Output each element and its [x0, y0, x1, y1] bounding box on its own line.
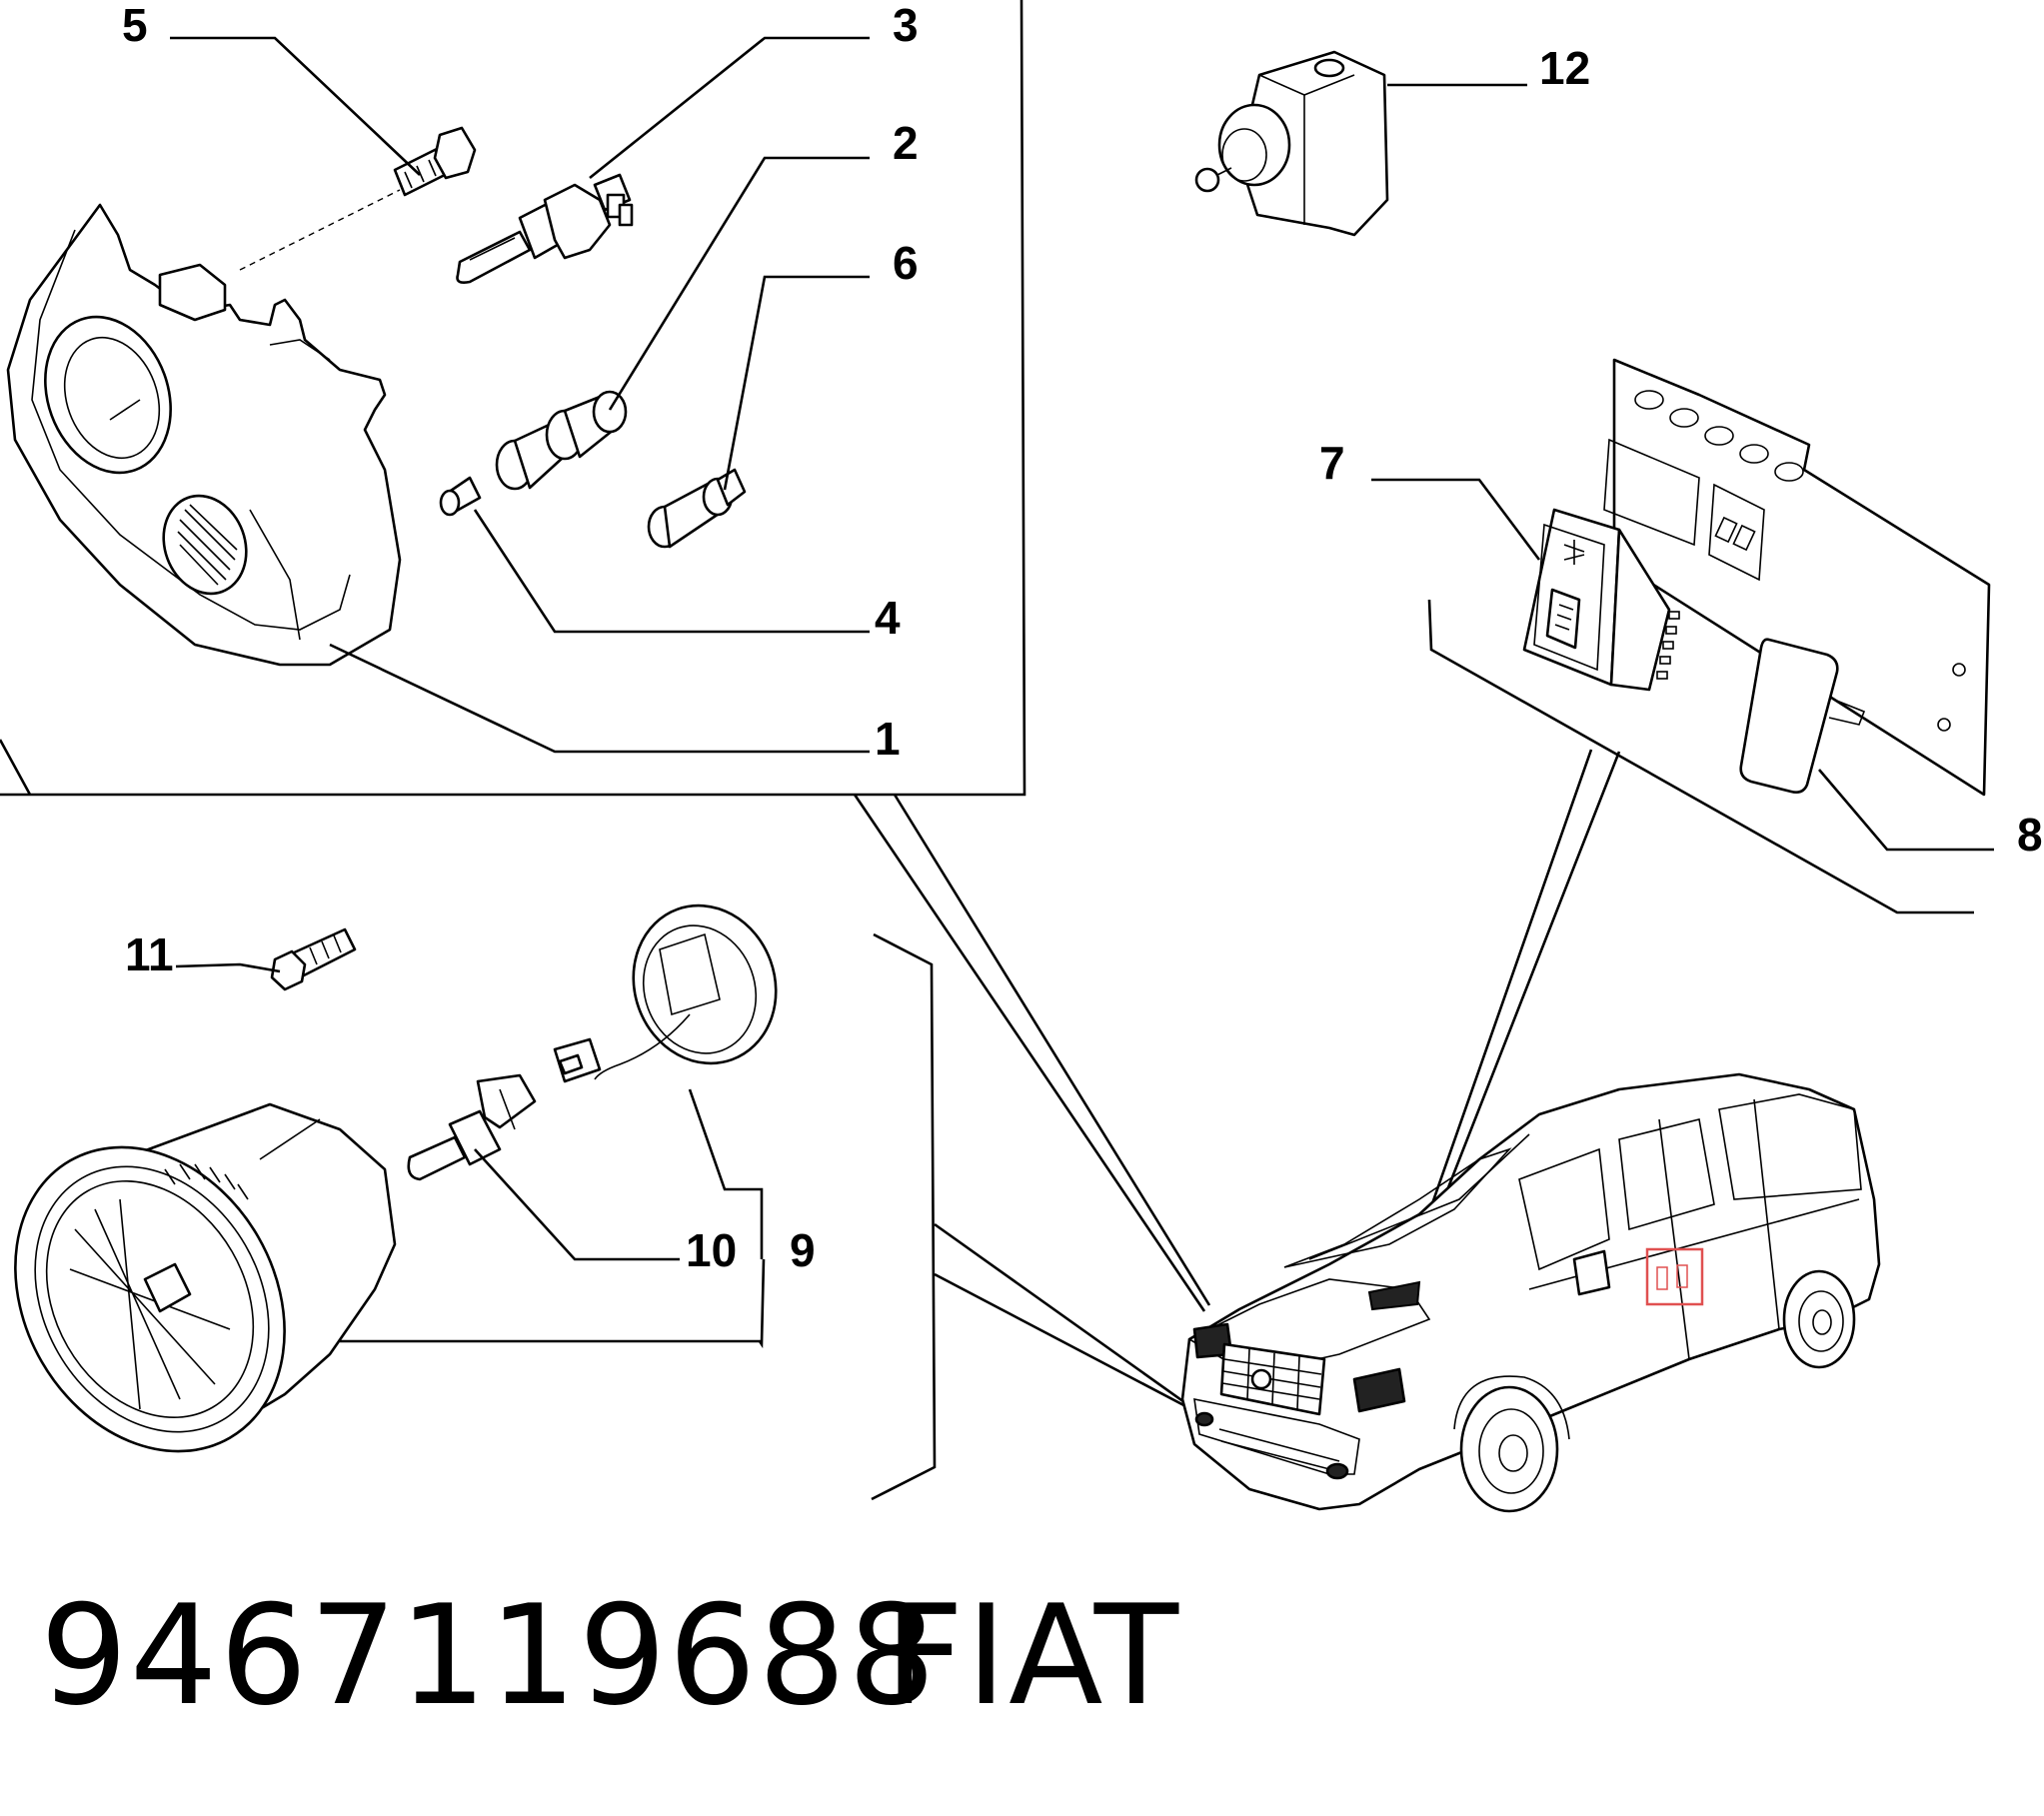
light-switch-part-7	[1522, 508, 1680, 692]
callout-1: 1	[875, 713, 901, 765]
callout-9: 9	[790, 1224, 816, 1276]
bulb-part-4	[439, 476, 482, 517]
fog-lamp-part-9	[14, 1102, 397, 1453]
brand-name: FIAT	[885, 1575, 1181, 1736]
callout-11: 11	[125, 928, 174, 980]
headlamp-assembly	[6, 189, 402, 667]
blank-cover-part-8	[1739, 638, 1866, 794]
bulb-holder-part-2	[495, 390, 628, 491]
callout-5: 5	[122, 0, 148, 51]
callout-3: 3	[893, 0, 919, 51]
screw-part-11	[270, 927, 357, 991]
callout-12: 12	[1539, 42, 1591, 94]
callout-4: 4	[875, 592, 901, 644]
callout-6: 6	[893, 237, 919, 289]
bulb-holder-part-6	[647, 468, 747, 549]
callout-10: 10	[686, 1224, 738, 1276]
frame-lines	[0, 0, 1974, 1501]
bulb-part-10	[407, 1073, 537, 1181]
bulb-part-3	[456, 173, 634, 284]
screw-part-5	[393, 126, 477, 197]
callout-leaders	[170, 36, 1994, 1349]
vehicle-illustration	[1180, 1072, 1881, 1513]
callout-7: 7	[1319, 437, 1345, 489]
part-number: 9467119688	[40, 1575, 938, 1736]
callout-8: 8	[2017, 809, 2043, 861]
dashboard-panel	[1603, 358, 1991, 797]
fog-lamp-cover	[553, 904, 778, 1083]
leveling-motor-part-12	[1194, 50, 1389, 237]
callout-2: 2	[893, 117, 919, 169]
